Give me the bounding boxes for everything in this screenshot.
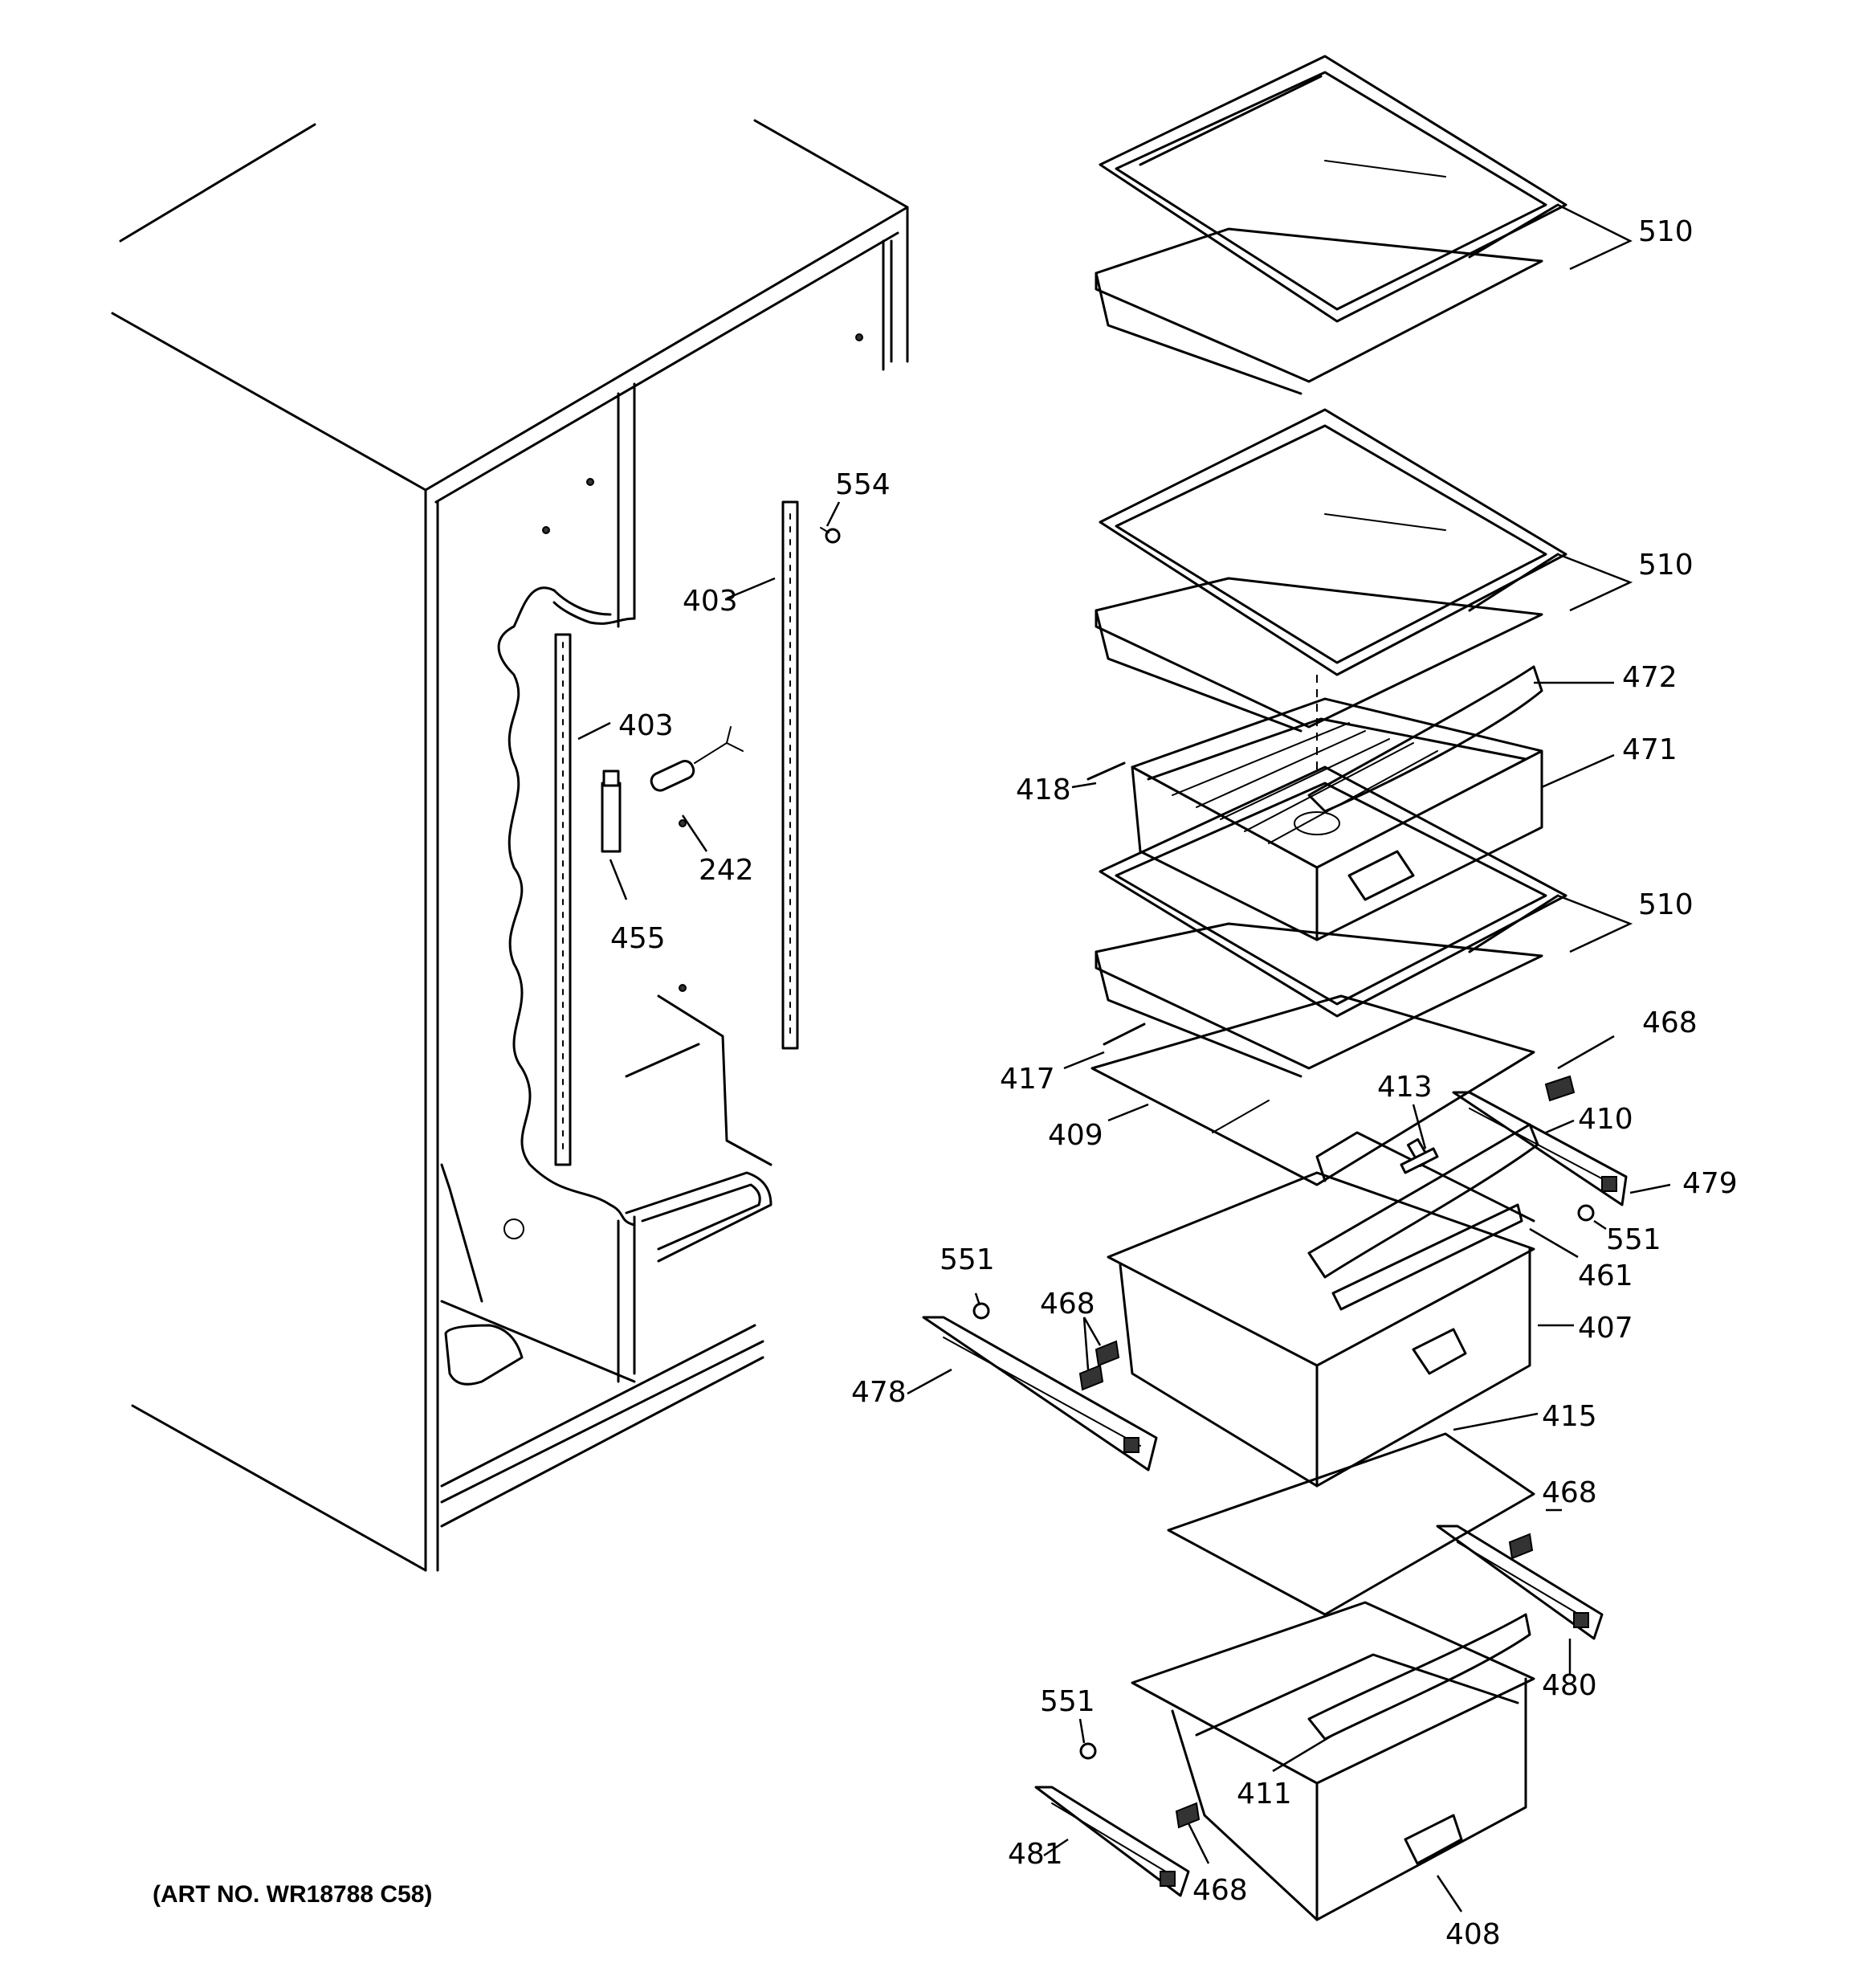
crisper-drawer-407 <box>1107 1131 1535 1488</box>
slide-rail-481 <box>1034 1786 1190 1897</box>
callout-480: 480 <box>1542 1669 1597 1702</box>
handle-411 <box>1307 1613 1531 1741</box>
callout-407: 407 <box>1578 1312 1633 1345</box>
callout-labels: 510 510 510 554 403 403 242 455 472 471 … <box>610 215 1738 1951</box>
callout-551-left: 551 <box>940 1243 995 1276</box>
callout-479: 479 <box>1682 1167 1738 1200</box>
callout-471: 471 <box>1622 733 1678 766</box>
callout-472: 472 <box>1622 661 1678 694</box>
control-410 <box>1307 1123 1539 1279</box>
callout-510-middle: 510 <box>1638 549 1694 582</box>
slide-rail-479 <box>1452 1091 1628 1206</box>
callout-411: 411 <box>1237 1778 1292 1810</box>
shelf-top <box>1095 55 1567 395</box>
callout-468-upper-right: 468 <box>1642 1006 1698 1039</box>
callout-468-bottom: 468 <box>1192 1874 1248 1907</box>
callout-478: 478 <box>851 1376 907 1409</box>
shelf-rail-right <box>781 500 799 1050</box>
pin-417 <box>1103 1023 1146 1046</box>
callout-415: 415 <box>1542 1400 1597 1433</box>
glass-cover-415 <box>1167 1432 1535 1616</box>
glass-cover-409 <box>1090 994 1535 1186</box>
damper-413 <box>1400 1147 1439 1174</box>
screw-554 <box>820 527 841 544</box>
clip-455 <box>601 769 622 853</box>
shelf-lower <box>1095 765 1567 1078</box>
shelf-rail-left <box>554 633 572 1166</box>
callout-409: 409 <box>1048 1119 1103 1152</box>
stop-468b2 <box>1078 1364 1104 1391</box>
leader-lines <box>577 203 1671 1912</box>
shelf-middle <box>1095 408 1567 771</box>
screw-551a <box>1577 1204 1595 1222</box>
callout-242: 242 <box>699 854 754 887</box>
callout-403-right-rail: 403 <box>683 585 738 618</box>
callout-551-bottom: 551 <box>1040 1685 1095 1718</box>
slide-rail-478 <box>922 1316 1158 1472</box>
callout-417: 417 <box>1000 1063 1055 1096</box>
deli-drawer <box>1131 697 1543 941</box>
stop-468b1 <box>1095 1340 1120 1367</box>
callout-403-left-rail: 403 <box>618 709 674 742</box>
stop-468c <box>1508 1533 1534 1560</box>
callout-468-left: 468 <box>1040 1288 1095 1321</box>
stop-468d <box>1175 1802 1201 1829</box>
slide-rail-480 <box>1436 1525 1604 1640</box>
callout-481: 481 <box>1008 1838 1063 1871</box>
deli-drawer-cover <box>1294 665 1543 835</box>
callout-510-lower: 510 <box>1638 888 1694 921</box>
callout-554: 554 <box>835 468 891 501</box>
callout-410: 410 <box>1578 1103 1633 1136</box>
pin-418 <box>1086 761 1126 781</box>
stop-468a <box>1544 1075 1576 1102</box>
callout-455: 455 <box>610 922 666 955</box>
sensor-242 <box>650 726 744 792</box>
frame-461 <box>1331 1203 1523 1311</box>
callout-418: 418 <box>1016 774 1071 806</box>
art-number-caption: (ART NO. WR18788 C58) <box>153 1881 432 1908</box>
callout-468-lower-right: 468 <box>1542 1476 1597 1509</box>
cabinet <box>111 119 909 1572</box>
callout-408: 408 <box>1445 1918 1501 1951</box>
callout-461: 461 <box>1578 1259 1633 1292</box>
callout-510-top: 510 <box>1638 215 1694 248</box>
callout-551-right: 551 <box>1606 1223 1661 1256</box>
crisper-drawer-408 <box>1131 1601 1535 1921</box>
screw-551c <box>1079 1742 1097 1760</box>
screw-551b <box>972 1302 990 1320</box>
callout-413: 413 <box>1377 1071 1433 1104</box>
